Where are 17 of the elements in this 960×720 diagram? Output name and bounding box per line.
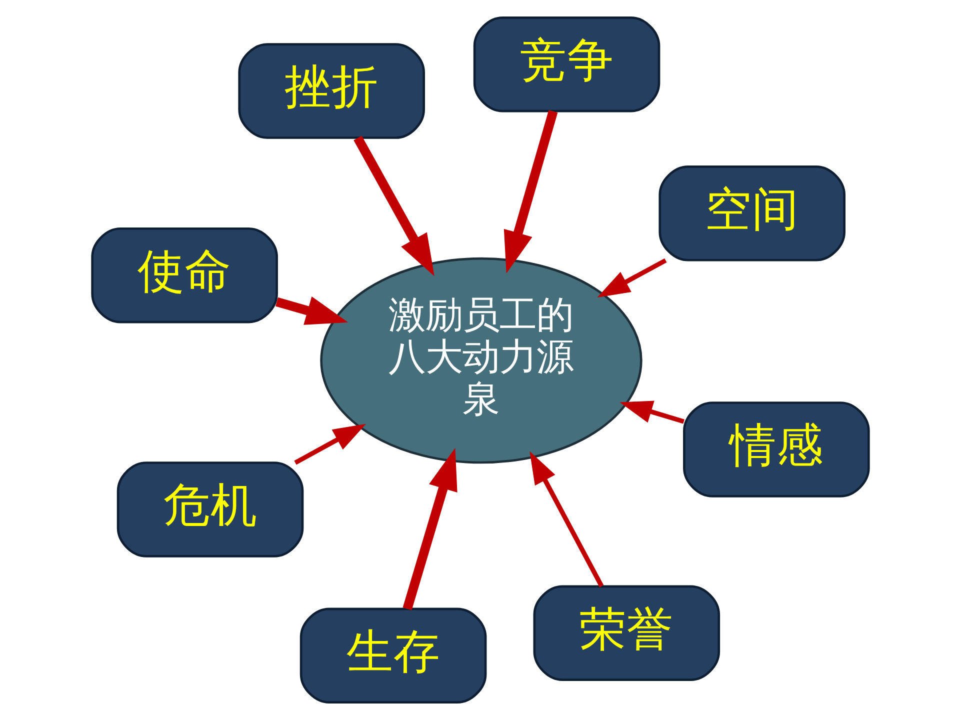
- node-ellipse: 激励员工的八大动力源泉: [320, 257, 642, 464]
- arrow: [596, 258, 666, 298]
- node-box: 危机: [116, 462, 304, 558]
- node-box: 情感: [682, 402, 870, 498]
- arrow: [353, 136, 434, 276]
- node-box: 空间: [658, 166, 845, 262]
- node-box: 生存: [299, 608, 486, 704]
- arrow: [529, 451, 604, 588]
- arrow: [275, 296, 348, 325]
- arrow: [619, 400, 684, 424]
- node-box: 挫折: [238, 43, 424, 139]
- node-box: 竞争: [472, 16, 660, 112]
- arrow: [294, 424, 366, 465]
- node-box: 使命: [90, 227, 278, 324]
- node-box: 荣誉: [532, 585, 720, 681]
- arrow: [503, 110, 558, 274]
- arrow: [402, 448, 457, 610]
